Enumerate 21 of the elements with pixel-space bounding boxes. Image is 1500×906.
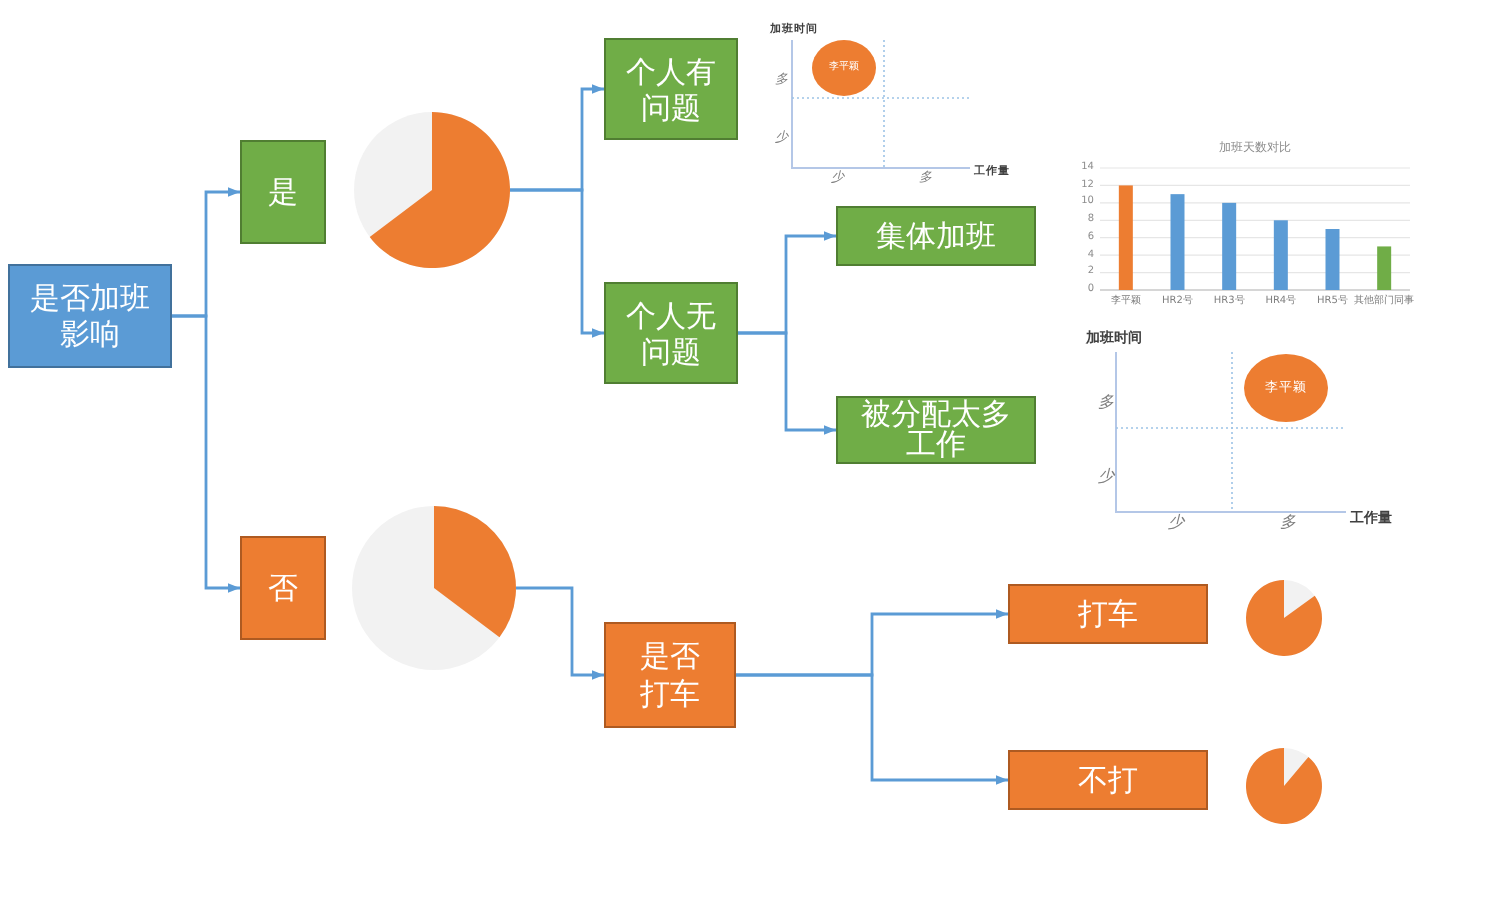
process-box: 是否加班影响 <box>8 264 172 368</box>
tick-label: 少 <box>1168 515 1184 533</box>
connector-arrow <box>172 314 240 593</box>
tick-label: 少 <box>1098 469 1114 487</box>
tick-label: 多 <box>1280 515 1296 533</box>
tick-label: 多 <box>1098 395 1114 413</box>
connector-arrow <box>516 586 604 680</box>
process-box: 是否打车 <box>604 622 736 728</box>
process-box: 不打 <box>1008 750 1208 810</box>
connector-arrow <box>510 188 604 338</box>
process-box: 个人无问题 <box>604 282 738 384</box>
process-box: 个人有问题 <box>604 38 738 140</box>
process-box: 打车 <box>1008 584 1208 644</box>
connector-arrow <box>738 331 836 435</box>
process-box: 被分配太多工作 <box>836 396 1036 464</box>
process-box: 是 <box>240 140 326 244</box>
connector-arrow <box>736 673 1008 785</box>
process-box: 集体加班 <box>836 206 1036 266</box>
pie-chart <box>354 112 510 268</box>
process-box: 否 <box>240 536 326 640</box>
pie-chart <box>352 506 516 670</box>
